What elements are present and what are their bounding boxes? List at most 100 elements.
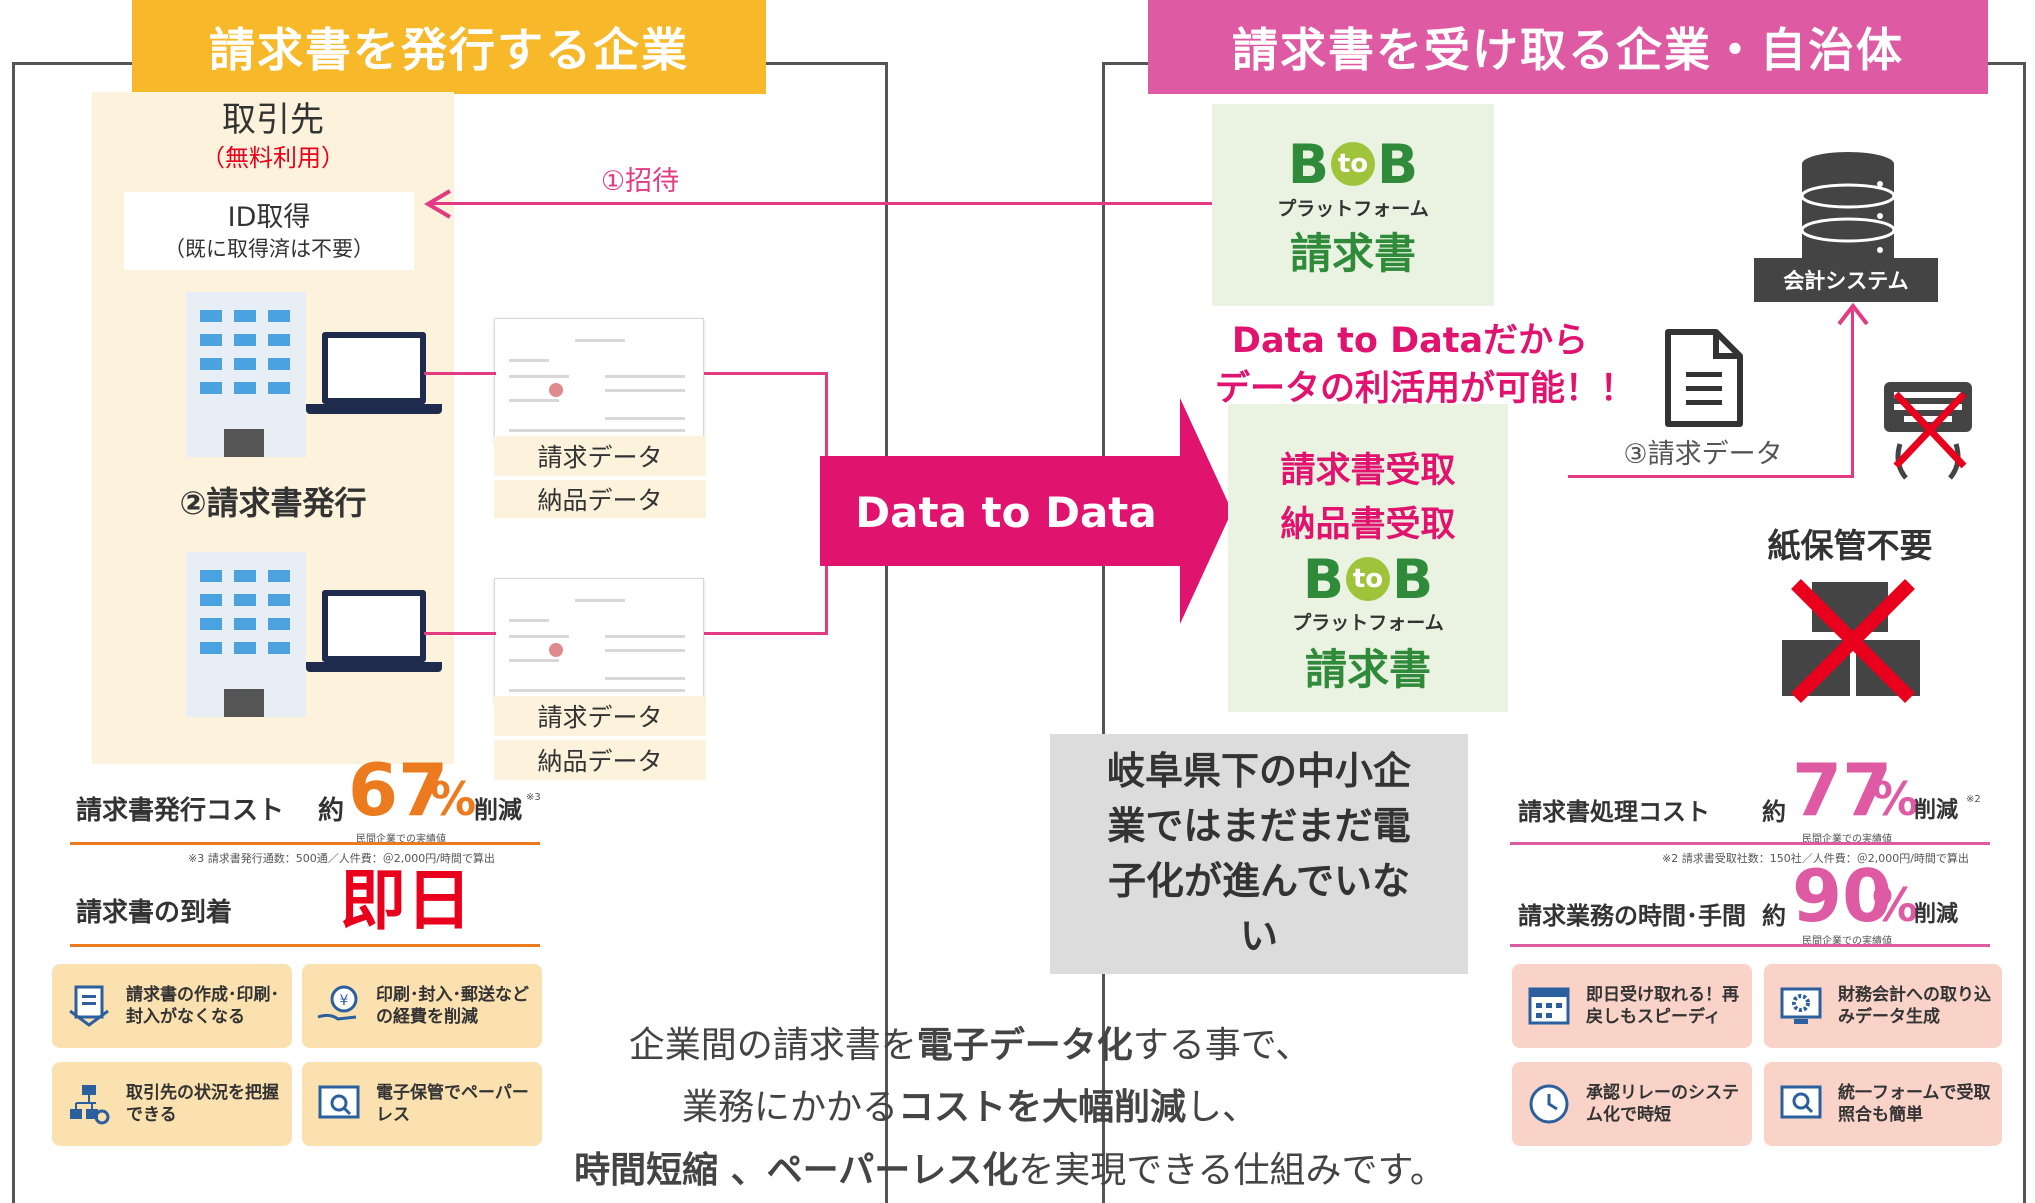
logo-platform: プラットフォーム [1292, 611, 1444, 634]
no-boxes-icon [1782, 579, 1920, 703]
svg-text:¥: ¥ [340, 993, 349, 1009]
monitor-search-icon [1780, 1085, 1822, 1119]
database-server-icon [1800, 152, 1896, 264]
benefit-card-text: 統一フォームで受取照合も簡単 [1838, 1082, 1991, 1125]
btob-logo-top: B to B プラットフォーム 請求書 [1212, 104, 1494, 306]
processing-cost-approx: 約 [1762, 798, 1786, 826]
connector-line [704, 372, 828, 375]
up-arrowhead-icon [1837, 302, 1869, 326]
benefit-card: 統一フォームで受取照合も簡単 [1764, 1062, 2002, 1146]
partner-title: 取引先 [222, 99, 324, 140]
benefit-card: 電子保管でペーパーレス [302, 1062, 542, 1146]
benefit-card: ¥ 印刷･封入･郵送などの経費を削減 [302, 964, 542, 1048]
benefit-card: 即日受け取れる！再戻しもスピーディ [1512, 964, 1752, 1048]
benefit-card: 取引先の状況を把握できる [52, 1062, 292, 1146]
data-flow-line [1568, 475, 1854, 478]
monitor-search-icon [318, 1085, 360, 1119]
connector-line [704, 632, 828, 635]
relay-clock-icon [1529, 1084, 1569, 1124]
issue-cost-approx: 約 [318, 796, 345, 826]
logo-platform: プラットフォーム [1277, 197, 1429, 220]
summary-text: を実現できる仕組みです。 [1018, 1150, 1446, 1191]
benefit-card-text: 即日受け取れる！再戻しもスピーディ [1586, 984, 1739, 1027]
benefit-card-text: 電子保管でペーパーレス [376, 1082, 529, 1125]
gear-monitor-icon [1780, 987, 1822, 1024]
issue-cost-percent: % [430, 772, 477, 826]
summary-text: し、 [1186, 1087, 1259, 1128]
receive-invoice-label: 請求書受取 [1280, 450, 1456, 491]
calendar-icon [1528, 987, 1570, 1025]
document-icon [1665, 329, 1743, 427]
orange-rule [70, 944, 540, 947]
invite-label: ①招待 [600, 165, 680, 197]
work-time-value: 90 [1792, 854, 1893, 938]
receiver-header: 請求書を受け取る企業・自治体 [1148, 0, 1988, 94]
laptop-icon [306, 590, 442, 672]
connector-line [424, 632, 496, 635]
summary-emphasis: 電子データ化 [916, 1025, 1133, 1066]
work-time-reduce: 削減 [1914, 902, 1959, 927]
processing-cost-sub: 民間企業での実績値 [1802, 834, 1892, 845]
id-note: （既に取得済は不要） [164, 237, 374, 261]
benefit-line-2: データの利活用が可能！！ [1214, 368, 1635, 409]
summary-line-3: 時間短縮 、ペーパーレス化を実現できる仕組みです。 [440, 1140, 1580, 1194]
benefit-card-text: 承認リレーのシステム化で時短 [1586, 1082, 1739, 1125]
issue-cost-value: 67 [348, 748, 449, 832]
document-icon [69, 985, 109, 1027]
no-keyboard-icon [1884, 382, 1972, 480]
processing-cost-percent: % [1872, 772, 1919, 826]
invoice-document-icon [494, 318, 704, 443]
issue-cost-reduce: 削減 [474, 796, 522, 824]
gifu-note-box: 岐阜県下の中小企業ではまだまだ電子化が進んでいない [1050, 734, 1468, 974]
issue-cost-mark: ※3 [526, 792, 541, 803]
benefit-card-text: 印刷･封入･郵送などの経費を削減 [376, 984, 529, 1027]
logo-letter-b: B [1377, 132, 1419, 196]
summary-text: 業務にかかる [681, 1087, 898, 1128]
partner-free-label: （無料利用） [201, 143, 345, 172]
benefit-card: 請求書の作成･印刷･封入がなくなる [52, 964, 292, 1048]
pink-rule [1510, 842, 1990, 845]
id-box [124, 192, 414, 270]
btob-logo-receive: 請求書受取 納品書受取 B to B プラットフォーム 請求書 [1228, 404, 1508, 712]
benefit-line-1: Data to Dataだから [1231, 320, 1589, 361]
benefit-card-text: 請求書の作成･印刷･封入がなくなる [126, 984, 279, 1027]
issuer-header: 請求書を発行する企業 [132, 0, 766, 94]
logo-letter-b: B [1392, 547, 1434, 611]
gifu-note-text: 岐阜県下の中小企業ではまだまだ電子化が進んでいない [1106, 748, 1411, 959]
no-paper-storage-label: 紙保管不要 [1767, 526, 1933, 565]
invoice-document-icon [494, 578, 704, 703]
data-flow-line [1851, 310, 1854, 478]
arrival-value: 即日 [340, 862, 472, 939]
invoice-data-tag: 請求データ [494, 436, 706, 476]
summary-emphasis: コストを大幅削減 [897, 1087, 1186, 1128]
processing-cost-note: ※2 請求書受取社数：150社／人件費：＠2,000円/時間で算出 [1662, 852, 1969, 865]
data-to-data-label: Data to Data [855, 487, 1157, 537]
logo-letter-b: B [1287, 132, 1329, 196]
receive-delivery-label: 納品書受取 [1280, 504, 1456, 545]
invite-arrow-line [432, 202, 1216, 205]
invite-arrowhead-icon [424, 189, 452, 219]
benefit-card: 承認リレーのシステム化で時短 [1512, 1062, 1752, 1146]
processing-cost-reduce: 削減 [1914, 798, 1959, 823]
summary-text: する事で、 [1132, 1025, 1312, 1066]
summary-line-2: 業務にかかるコストを大幅削減し、 [520, 1078, 1420, 1130]
logo-letter-b: B [1302, 547, 1344, 611]
id-title: ID取得 [227, 201, 311, 233]
processing-cost-label: 請求書処理コスト [1518, 798, 1710, 826]
arrival-label: 請求書の到着 [76, 898, 233, 928]
laptop-icon [306, 332, 442, 414]
invoice-data-flow-label: ③請求データ [1623, 438, 1783, 470]
processing-cost-mark: ※2 [1966, 794, 1981, 805]
processing-cost-value: 77 [1792, 748, 1893, 832]
connector-line [424, 372, 496, 375]
company-building-icon [186, 552, 306, 717]
accounting-system-label: 会計システム [1754, 258, 1938, 302]
invoice-data-tag: 請求データ [494, 696, 706, 736]
issue-cost-sub: 民間企業での実績値 [356, 834, 446, 845]
delivery-data-tag: 納品データ [494, 740, 706, 780]
benefit-card: 財務会計への取り込みデータ生成 [1764, 964, 2002, 1048]
org-chart-icon [70, 1085, 110, 1125]
summary-line-1: 企業間の請求書を電子データ化する事で、 [520, 1016, 1420, 1068]
logo-to: to [1331, 142, 1375, 186]
work-time-label: 請求業務の時間･手間 [1518, 902, 1746, 930]
